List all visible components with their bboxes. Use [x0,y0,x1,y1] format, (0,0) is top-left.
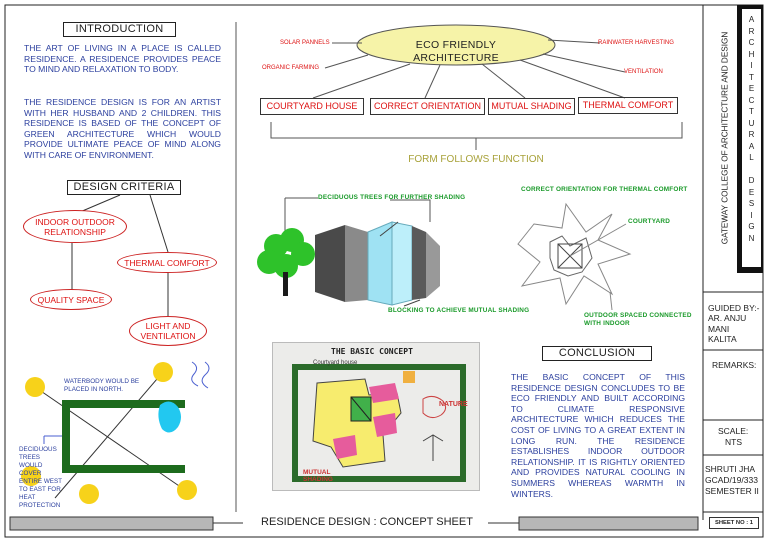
sun-icon [153,362,173,382]
subject-letter: A [748,141,755,151]
trees-label: DECIDUOUS TREES WOULD COVER ENTIRE WEST … [19,446,62,509]
conclusion-title: CONCLUSION [542,346,652,361]
subject-letter: A [748,15,755,24]
sketch-title: THE BASIC CONCEPT [331,347,413,356]
sun-icon [25,377,45,397]
sun-icon [79,484,99,504]
intro-para-1: THE ART OF LIVING IN A PLACE IS CALLED R… [24,43,221,75]
conclusion-text: THE BASIC CONCEPT OF THIS RESIDENCE DESI… [511,372,685,499]
orientation-title: CORRECT ORIENTATION FOR THERMAL COMFORT [521,186,688,193]
college-name-vertical: GATEWAY COLLEGE OF ARCHITECTURE AND DESI… [720,31,730,245]
sketch-nature: NATURE [439,401,468,408]
waterbody [158,401,181,433]
student-name: SHRUTI JHA [705,464,756,474]
subject-letter: N [748,233,755,243]
subject-letter: C [748,95,755,105]
subject-letter: I [750,61,753,70]
guided-by-label: GUIDED BY:- [708,303,760,313]
subject-letter: R [748,26,755,36]
subject-letter [742,164,761,176]
sketch-mutual: MUTUAL SHADING [303,469,333,483]
eco-box-mutual-shading: MUTUAL SHADING [488,98,575,115]
subject-letter: G [748,222,755,231]
eco-box-thermal-comfort: THERMAL COMFORT [578,97,678,114]
form-follows-function: FORM FOLLOWS FUNCTION [408,154,544,165]
semester: SEMESTER II [705,486,759,496]
criteria-indoor-outdoor: INDOOR OUTDOOR RELATIONSHIP [23,210,127,243]
subject-letter: C [748,38,755,47]
subject-letter: T [749,72,754,82]
outdoor-label: OUTDOOR SPACED CONNECTED WITH INDOOR [584,312,692,327]
sun-icon [177,480,197,500]
subject-letter: S [748,199,755,208]
sketch-subtitle: Courtyard house [313,360,358,366]
intro-title: INTRODUCTION [63,22,176,37]
mutual-shading-label: BLOCKING TO ACHIEVE MUTUAL SHADING [388,307,530,314]
criteria-quality-space: QUALITY SPACE [30,289,112,310]
subject-letter: D [748,176,755,185]
subject-letter: I [750,210,753,220]
guide-name: AR. ANJU MANI KALITA [708,313,747,344]
subject-letter: R [748,130,755,139]
sheet-title: RESIDENCE DESIGN : CONCEPT SHEET [261,516,473,528]
subject-letter: E [748,187,755,197]
courtyard-label: COURTYARD [628,218,671,225]
intro-para-2: THE RESIDENCE DESIGN IS FOR AN ARTIST WI… [24,97,221,160]
subject-letter: H [748,49,755,59]
criteria-thermal-comfort: THERMAL COMFORT [117,252,217,273]
subject-letter: L [749,153,754,162]
concept-sketch-image: THE BASIC CONCEPT Courtyard house NATURE… [272,342,480,491]
sheet-number: SHEET NO : 1 [709,517,759,529]
scale-value: NTS [725,437,742,447]
criteria-title: DESIGN CRITERIA [67,180,181,195]
eco-title: ECO FRIENDLY ARCHITECTURE [413,39,499,64]
eco-box-courtyard: COURTYARD HOUSE [260,98,364,115]
scale-label: SCALE: [718,426,749,436]
eco-label-solar: SOLAR PANNELS [280,40,330,46]
eco-label-rainwater: RAINWATER HARVESTING [598,40,674,46]
tree-icon [257,228,315,296]
roll-number: GCAD/19/333 [705,475,758,485]
criteria-light-ventilation: LIGHT AND VENTILATION [129,316,207,346]
eco-box-orientation: CORRECT ORIENTATION [370,98,485,115]
subject-letter: E [748,84,755,93]
subject-letter: T [749,107,754,116]
remarks-label: REMARKS: [712,360,757,370]
waterbody-label: WATERBODY WOULD BE PLACED IN NORTH. [64,378,140,393]
eco-label-ventilation: VENTILATION [624,69,663,75]
eco-label-organic: ORGANIC FARMING [262,65,320,71]
subject-letter: U [748,118,755,128]
sun-icon [21,466,41,486]
tree-shading-label: DECIDUOUS TREES FOR FURTHER SHADING [318,194,466,201]
